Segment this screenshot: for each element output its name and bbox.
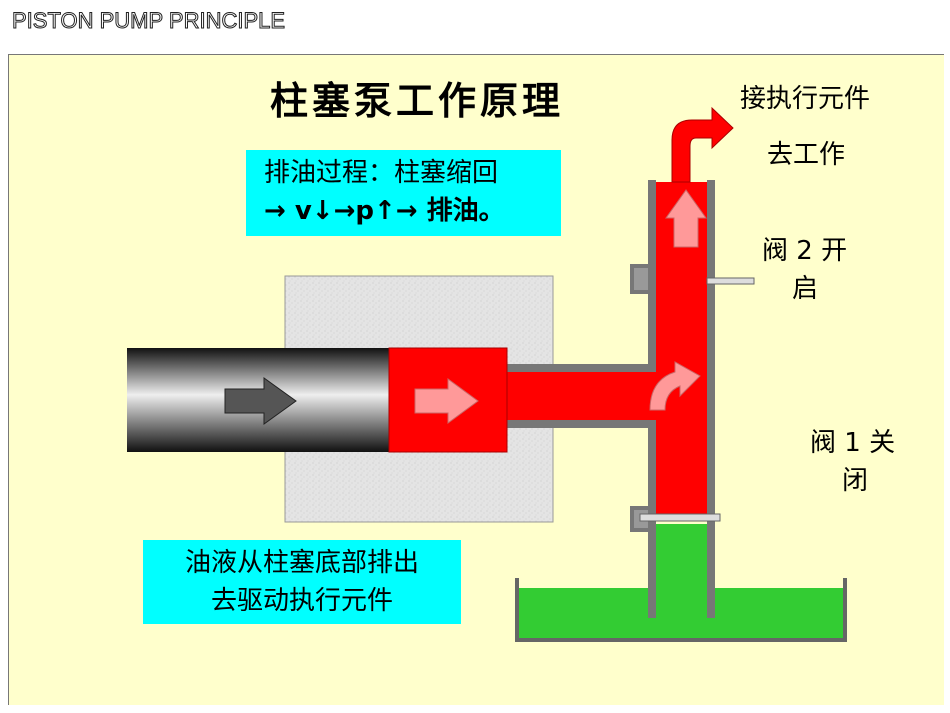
output-label-1: 接执行元件 [740,84,871,114]
slide-header: PISTON PUMP PRINCIPLE [11,8,286,34]
chamber-arrow-icon [414,378,479,424]
bottom-line-2: 去驱动执行元件 [210,586,393,616]
upper-flow-arrow-icon [665,189,707,248]
pipe-wall-right [707,180,715,618]
rod-arrow-icon [224,377,297,425]
valve1-plate [639,513,721,522]
turn-flow-arrow-icon [649,361,701,411]
process-line-2: → v↓→p↑→ 排油。 [264,196,505,226]
valve1-label-2: 闭 [842,466,869,496]
valve2-stem [706,277,755,285]
valve1-label-1: 阀 1 关 [810,428,896,458]
pipe-oil-green [656,524,707,618]
process-line-1: 排油过程：柱塞缩回 [264,158,499,188]
channel-wall-top [505,364,650,372]
oil-tank [515,578,847,642]
channel-wall-bottom [505,420,650,428]
valve2-label-1: 阀 2 开 [762,236,848,266]
valve2-label-2: 启 [792,274,819,304]
outlet-pipe [671,106,734,183]
output-label-2: 去工作 [767,140,846,170]
valve2-seat [630,264,648,294]
diagram-title: 柱塞泵工作原理 [270,79,565,123]
channel-oil [505,372,658,420]
process-box: 排油过程：柱塞缩回 → v↓→p↑→ 排油。 [246,150,561,236]
bottom-box: 油液从柱塞底部排出 去驱动执行元件 [143,540,461,624]
bottom-line-1: 油液从柱塞底部排出 [184,548,419,578]
